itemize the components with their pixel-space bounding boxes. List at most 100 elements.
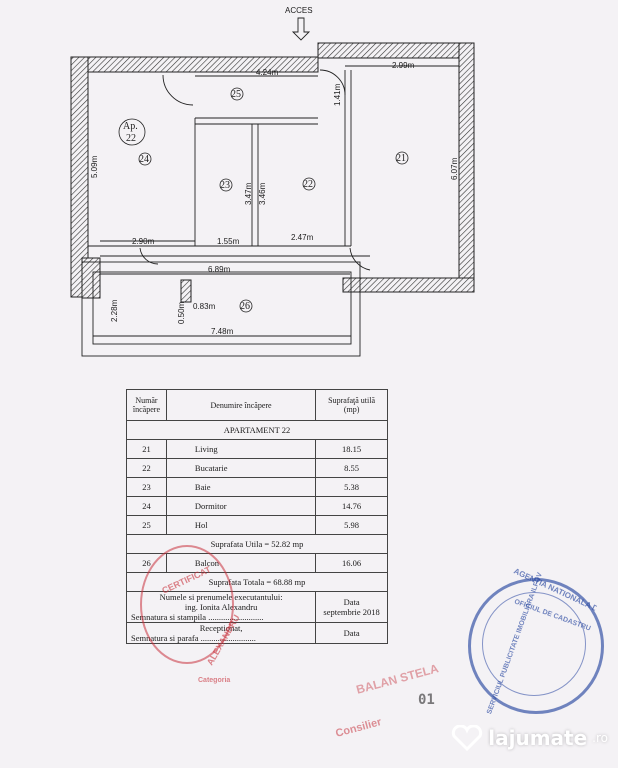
dim-3-47: 3.47m [244, 182, 253, 205]
balcony-pillar [180, 279, 192, 303]
dim-1-41: 1.41m [333, 83, 342, 106]
room-number-25: 25 [231, 89, 241, 100]
room-number-badge [230, 87, 244, 101]
entrance-label: ACCES [285, 6, 313, 15]
dim-5-09: 5.09m [90, 155, 99, 178]
apartment-row: APARTAMENT 22 [126, 420, 388, 440]
arrow-down-icon [291, 17, 311, 41]
floor-plan: ACCES Ap. 22 25 24 23 22 21 26 4.24m 2.9… [70, 6, 475, 357]
date-cell: Data septembrie 2018 [315, 591, 388, 623]
date-label-2: Data [315, 622, 388, 644]
unit-label-line2: 22 [126, 133, 136, 144]
wall-bottom-right [342, 277, 475, 293]
watermark-brand: lajumate [488, 726, 588, 750]
dim-6-89: 6.89m [208, 265, 231, 274]
room-name: Dormitor [165, 496, 317, 516]
executor-label: Numele si prenumele executantului: [159, 592, 283, 602]
room-area: 18.15 [315, 439, 388, 459]
room-number-badge [219, 178, 233, 192]
room-name: Baie [165, 477, 317, 497]
room-number-badge [239, 299, 253, 313]
balcony-inner [92, 271, 352, 345]
room-nr: 24 [126, 496, 167, 516]
dim-2-47: 2.47m [291, 233, 314, 242]
date-value: septembrie 2018 [323, 607, 380, 617]
lajumate-watermark: lajumate .ro [451, 722, 608, 754]
blue-stamp-number: 01 [418, 692, 435, 708]
room-number-badge [302, 177, 316, 191]
dim-2-28: 2.28m [110, 299, 119, 322]
wall-right [458, 42, 475, 288]
room-nr: 22 [126, 458, 167, 478]
table-header: Număr încăpere Denumire încăpere Suprafa… [126, 389, 388, 421]
header-number: Număr încăpere [126, 389, 167, 421]
door-arc [162, 74, 194, 106]
room-name: Living [165, 439, 317, 459]
unit-badge [118, 118, 146, 146]
blue-stamp-role: Consilier [334, 716, 383, 740]
wall-balcony-left [81, 257, 101, 299]
wall-top-left [70, 56, 319, 73]
dim-0-83: 0.83m [193, 302, 216, 311]
room-name: Hol [165, 515, 317, 535]
executor-name: ing. Ionita Alexandru [184, 602, 258, 612]
rooms-table: Număr încăpere Denumire încăpere Suprafa… [125, 389, 388, 644]
table-row: 25 Hol 5.98 [126, 515, 388, 535]
seal-block: Semnatura si parafa ....................… [131, 633, 311, 643]
blue-stamp-text-3: SERVICIUL PUBLICITATE IMOBILIARA ILFOV [486, 571, 545, 716]
room-number-21: 21 [396, 153, 406, 164]
table-row: 21 Living 18.15 [126, 439, 388, 459]
balcony-outline [81, 261, 361, 357]
room-number-24: 24 [139, 154, 149, 165]
date-label: Data [343, 597, 360, 607]
table-row: 26 Balcon 16.06 [126, 553, 388, 573]
door-arc [349, 247, 371, 271]
balcony-name: Balcon [165, 553, 317, 573]
unit-label-line1: Ap. [123, 121, 138, 132]
table-row: 24 Dormitor 14.76 [126, 496, 388, 516]
room-nr: 21 [126, 439, 167, 459]
room-number-badge [395, 151, 409, 165]
signature-label: Semnatura si stampila [131, 612, 207, 622]
reception-label: Receptionat, [199, 623, 243, 633]
room-nr: 25 [126, 515, 167, 535]
door-arc [319, 69, 346, 96]
watermark-domain: .ro [592, 731, 608, 745]
useful-area-row: Suprafata Utila = 52.82 mp [126, 534, 388, 554]
header-name: Denumire încăpere [165, 389, 317, 421]
wall-left [70, 56, 89, 298]
signature-line: .......................... [208, 612, 264, 622]
room-name: Bucatarie [165, 458, 317, 478]
useful-area: Suprafata Utila = 52.82 mp [126, 534, 388, 554]
seal-line: .......................... [200, 633, 256, 643]
wall-top-right [317, 42, 475, 59]
reception-cell: Receptionat, Semnatura si parafa .......… [125, 622, 317, 644]
room-number-23: 23 [220, 180, 230, 191]
dim-7-48: 7.48m [211, 327, 234, 336]
door-arc [139, 247, 159, 265]
signature-block: Semnatura si stampila ..................… [131, 612, 311, 622]
room-area: 5.98 [315, 515, 388, 535]
dim-2-90: 2.90m [132, 237, 155, 246]
dim-4-24: 4.24m [256, 68, 279, 77]
room-number-22: 22 [303, 179, 313, 190]
apartment-title: APARTAMENT 22 [126, 420, 388, 440]
red-stamp-text-3: Categoria [198, 677, 231, 684]
reception-row: Receptionat, Semnatura si parafa .......… [125, 622, 388, 644]
header-area: Suprafaţă utilă (mp) [315, 389, 388, 421]
executor-row: Numele si prenumele executantului: ing. … [125, 591, 388, 623]
dim-2-99: 2.99m [392, 61, 415, 70]
heart-logo-icon [452, 725, 483, 751]
balcony-area: 16.06 [315, 553, 388, 573]
dim-3-46: 3.46m [258, 182, 267, 205]
room-area: 5.38 [315, 477, 388, 497]
dim-6-07: 6.07m [450, 157, 459, 180]
seal-label: Semnatura si parafa [131, 633, 199, 643]
room-area: 8.55 [315, 458, 388, 478]
dim-0-50: 0.50m [177, 301, 186, 324]
executor-cell: Numele si prenumele executantului: ing. … [125, 591, 317, 623]
table-row: 23 Baie 5.38 [126, 477, 388, 497]
room-number-badge [138, 152, 152, 166]
room-number-26: 26 [240, 301, 250, 312]
table-row: 22 Bucatarie 8.55 [126, 458, 388, 478]
